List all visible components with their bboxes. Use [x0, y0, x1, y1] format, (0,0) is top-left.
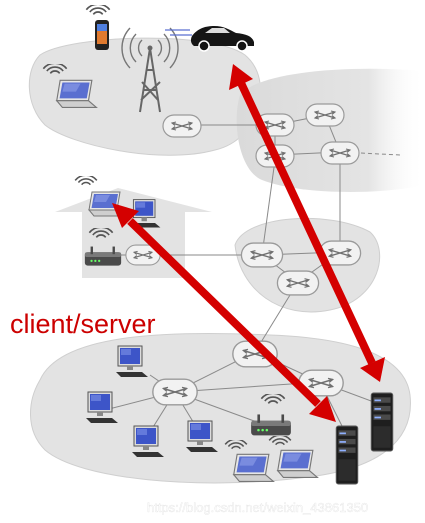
router-icon [162, 114, 202, 138]
server-icon [370, 392, 394, 452]
router-icon [276, 270, 320, 296]
car-icon [165, 26, 254, 52]
router-icon [240, 242, 284, 268]
watermark: https://blog.csdn.net/weixin_43861350 [147, 500, 368, 515]
router-icon [305, 103, 345, 127]
smartphone-icon [85, 5, 111, 50]
server-icon [335, 425, 359, 485]
client-server-arrow [112, 203, 336, 422]
router-icon [152, 378, 198, 406]
client-server-label: client/server [10, 309, 156, 339]
cell-tower-icon [121, 27, 179, 113]
client-server-arrow [229, 64, 385, 382]
router-icon [320, 141, 360, 165]
